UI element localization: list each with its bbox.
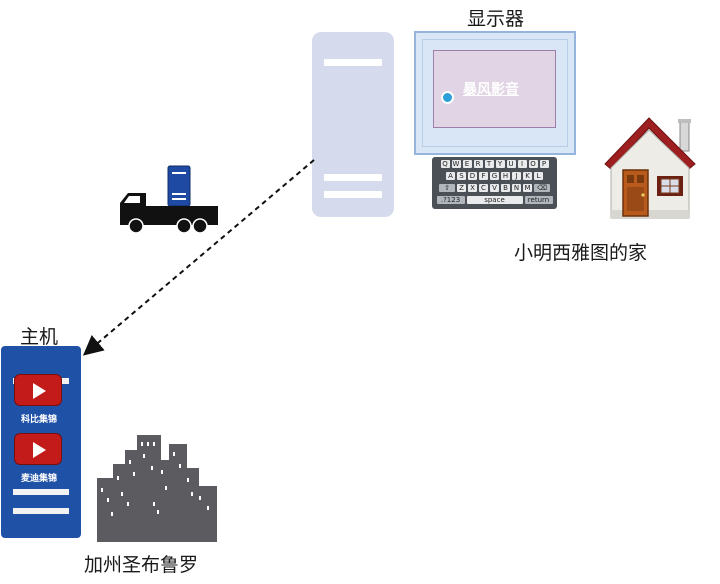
key: O bbox=[528, 160, 538, 168]
key: Y bbox=[495, 160, 505, 168]
key: D bbox=[468, 172, 477, 180]
monitor-label: 显示器 bbox=[467, 8, 525, 30]
keyboard-row: Q W E R T Y U I O P bbox=[432, 159, 557, 169]
key: U bbox=[506, 160, 516, 168]
key: G bbox=[490, 172, 499, 180]
key: C bbox=[479, 184, 488, 192]
host-slot bbox=[13, 508, 69, 514]
play-icon bbox=[441, 91, 454, 104]
video-label: 麦迪集锦 bbox=[20, 474, 57, 484]
key: W bbox=[451, 160, 461, 168]
home-label: 小明西雅图的家 bbox=[514, 242, 648, 264]
keyboard-row: A S D F G H J K L bbox=[432, 171, 557, 181]
key: A bbox=[446, 172, 455, 180]
numbers-key: .?123 bbox=[436, 196, 465, 204]
key: K bbox=[523, 172, 532, 180]
key: L bbox=[534, 172, 543, 180]
key: R bbox=[473, 160, 483, 168]
key: Z bbox=[457, 184, 466, 192]
key: B bbox=[501, 184, 510, 192]
return-key: return bbox=[524, 196, 553, 204]
server-slot bbox=[324, 174, 382, 181]
backspace-key: ⌫ bbox=[534, 184, 550, 192]
key: S bbox=[457, 172, 466, 180]
key: T bbox=[484, 160, 494, 168]
keyboard-row: ⇧ Z X C V B N M ⌫ bbox=[432, 183, 557, 193]
key: J bbox=[512, 172, 521, 180]
city-skyline-icon bbox=[97, 435, 217, 542]
video-label: 科比集锦 bbox=[20, 415, 57, 425]
key: F bbox=[479, 172, 488, 180]
key: M bbox=[523, 184, 532, 192]
keyboard: Q W E R T Y U I O P A S D F G H J K L ⇧ … bbox=[432, 157, 557, 209]
key: Q bbox=[440, 160, 450, 168]
space-key: space bbox=[466, 196, 523, 204]
youtube-play-icon bbox=[14, 374, 62, 406]
seattle-server-ghost bbox=[312, 32, 394, 217]
house-icon bbox=[604, 117, 696, 219]
server-slot bbox=[324, 191, 382, 198]
key: V bbox=[490, 184, 499, 192]
video-player-window bbox=[433, 50, 556, 128]
host-server: 科比集锦 麦迪集锦 bbox=[1, 346, 81, 538]
key: I bbox=[517, 160, 527, 168]
youtube-play-icon bbox=[14, 433, 62, 465]
monitor-screen-frame bbox=[422, 39, 568, 147]
keyboard-row: .?123 space return bbox=[432, 195, 557, 205]
key: P bbox=[539, 160, 549, 168]
truck-icon bbox=[120, 165, 218, 234]
server-slot bbox=[324, 59, 382, 66]
host-label: 主机 bbox=[20, 326, 59, 348]
player-title: 暴风影音 bbox=[463, 82, 519, 98]
host-slot bbox=[13, 489, 69, 495]
key: X bbox=[468, 184, 477, 192]
city-label: 加州圣布鲁罗 bbox=[84, 554, 199, 576]
key: N bbox=[512, 184, 521, 192]
shift-key: ⇧ bbox=[439, 184, 455, 192]
key: E bbox=[462, 160, 472, 168]
key: H bbox=[501, 172, 510, 180]
